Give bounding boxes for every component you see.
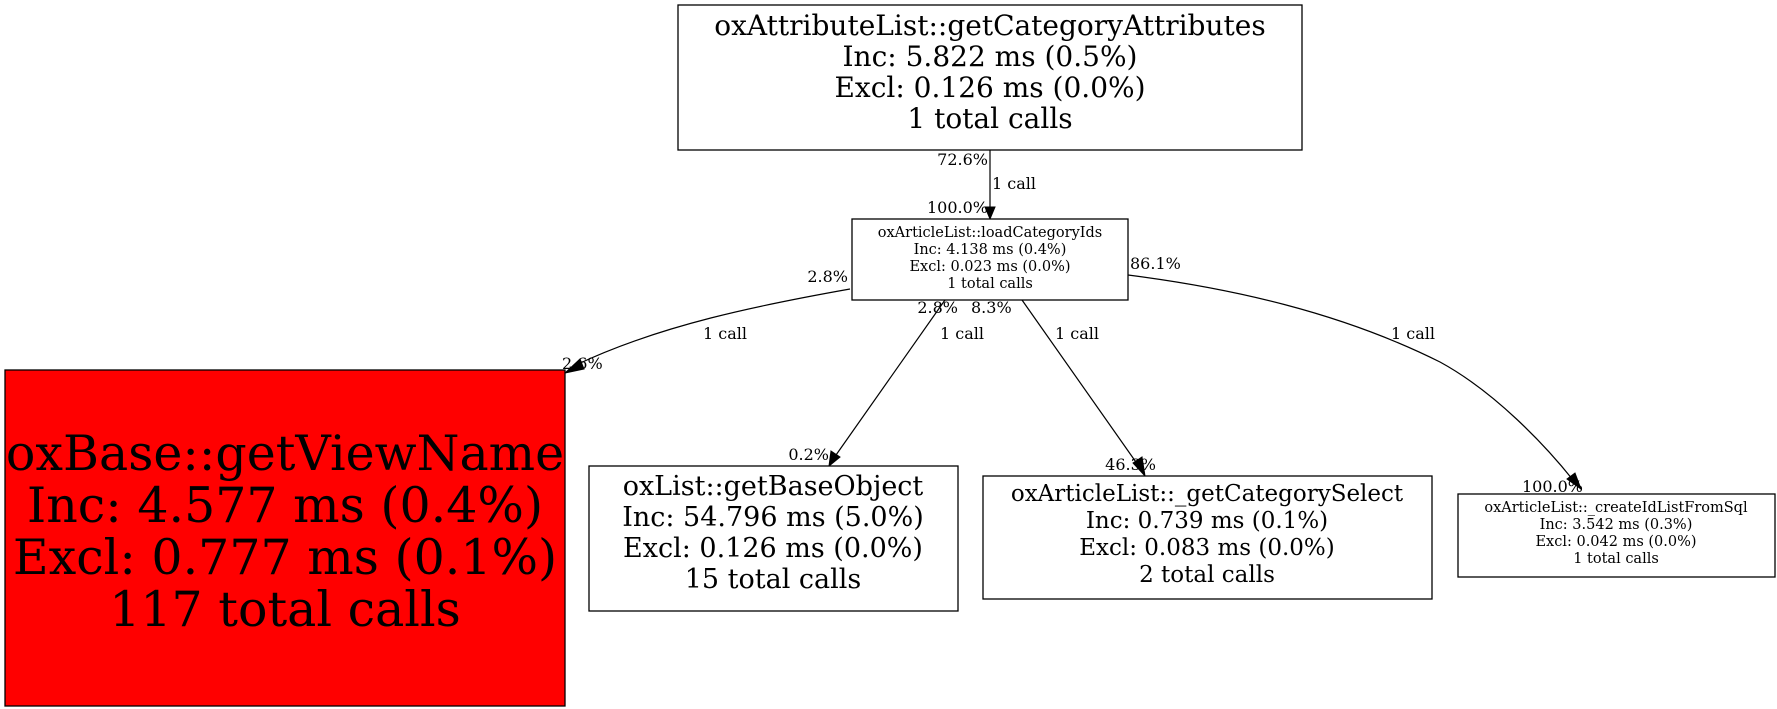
node-getcategoryattributes[interactable]: oxAttributeList::getCategoryAttributes I… [677,4,1303,151]
node-inclusive-time: Inc: 3.542 ms (0.3%) [1540,517,1693,533]
node-inclusive-time: Inc: 54.796 ms (5.0%) [622,502,924,533]
edge-loadcategoryids-to-getbaseobject: 2.8% 1 call 0.2% [788,298,984,468]
edge-line [575,288,851,366]
node-exclusive-time: Excl: 0.083 ms (0.0%) [1079,535,1335,561]
edge-loadcategoryids-to-getcategoryselect: 8.3% 1 call 46.3% [971,298,1156,478]
edge-tail-percent: 8.3% [971,298,1012,317]
edge-head-percent: 100.0% [1522,477,1583,496]
node-function-name: oxArticleList::_getCategorySelect [1011,481,1404,507]
edge-call-count: 1 call [940,324,984,343]
edge-line [1127,274,1574,481]
node-function-name: oxArticleList::loadCategoryIds [878,225,1102,241]
node-createidlistfromsql[interactable]: oxArticleList::_createIdListFromSql Inc:… [1457,493,1776,578]
edge-tail-percent: 2.8% [917,298,958,317]
edge-getcategoryattributes-to-loadcategoryids: 72.6% 1 call 100.0% [927,150,1036,221]
node-call-count: 1 total calls [1573,551,1659,567]
node-inclusive-time: Inc: 5.822 ms (0.5%) [843,40,1138,73]
node-inclusive-time: Inc: 0.739 ms (0.1%) [1086,508,1328,534]
node-call-count: 15 total calls [685,564,862,595]
edge-call-count: 1 call [703,324,747,343]
edge-head-percent: 2.6% [562,354,603,373]
node-call-count: 117 total calls [109,581,461,638]
node-box [1457,493,1776,578]
node-inclusive-time: Inc: 4.577 ms (0.4%) [27,477,543,534]
node-box [4,369,566,707]
edge-call-count: 1 call [992,174,1036,193]
node-box [677,4,1303,151]
node-call-count: 2 total calls [1139,562,1275,588]
node-box [588,465,959,612]
edge-loadcategoryids-to-createidlistfromsql: 86.1% 1 call 100.0% [1127,254,1583,496]
node-exclusive-time: Excl: 0.042 ms (0.0%) [1535,534,1696,550]
arrowhead-icon [984,206,996,221]
edge-head-percent: 100.0% [927,198,988,217]
node-call-count: 1 total calls [907,102,1072,135]
node-loadcategoryids[interactable]: oxArticleList::loadCategoryIds Inc: 4.13… [851,218,1129,301]
edge-head-percent: 0.2% [788,445,829,464]
node-function-name: oxArticleList::_createIdListFromSql [1484,500,1748,516]
node-function-name: oxList::getBaseObject [623,471,924,502]
node-exclusive-time: Excl: 0.023 ms (0.0%) [909,259,1070,275]
node-exclusive-time: Excl: 0.126 ms (0.0%) [623,533,923,564]
node-getviewname[interactable]: oxBase::getViewName Inc: 4.577 ms (0.4%)… [4,369,566,707]
arrowhead-icon [563,358,585,374]
edge-tail-percent: 86.1% [1130,254,1181,273]
node-call-count: 1 total calls [947,276,1033,292]
arrowhead-icon [828,450,841,468]
node-inclusive-time: Inc: 4.138 ms (0.4%) [914,242,1067,258]
node-function-name: oxAttributeList::getCategoryAttributes [714,9,1265,42]
arrowhead-icon [1566,472,1583,491]
node-getcategoryselect[interactable]: oxArticleList::_getCategorySelect Inc: 0… [982,475,1433,600]
edge-line [1021,299,1139,466]
node-exclusive-time: Excl: 0.126 ms (0.0%) [834,71,1145,104]
node-exclusive-time: Excl: 0.777 ms (0.1%) [13,529,557,586]
edge-head-percent: 46.3% [1105,455,1156,474]
edge-tail-percent: 2.8% [807,267,848,286]
edge-tail-percent: 72.6% [937,150,988,169]
node-function-name: oxBase::getViewName [6,425,564,482]
edge-call-count: 1 call [1055,324,1099,343]
arrowhead-icon [1132,456,1146,478]
edge-call-count: 1 call [1391,324,1435,343]
node-box [851,218,1129,301]
node-box [982,475,1433,600]
edge-line [835,299,946,456]
node-getbaseobject[interactable]: oxList::getBaseObject Inc: 54.796 ms (5.… [588,465,959,612]
edge-loadcategoryids-to-getviewname: 2.8% 1 call 2.6% [562,267,851,374]
